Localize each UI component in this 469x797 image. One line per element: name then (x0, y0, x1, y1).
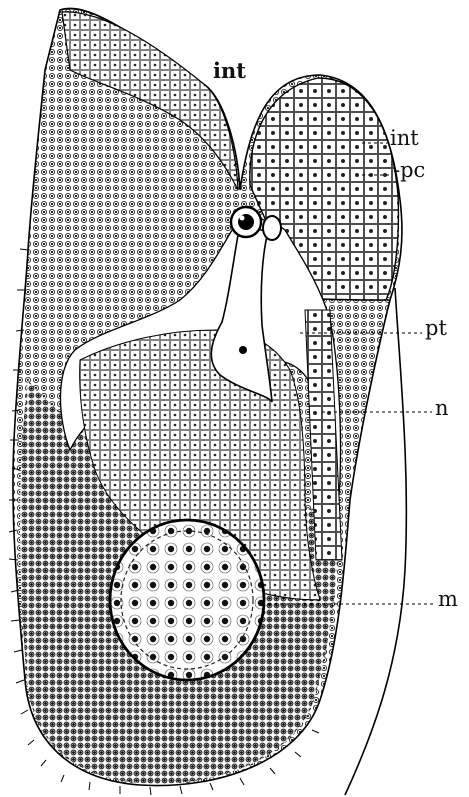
label-n: n (435, 398, 449, 419)
embryo-sac (110, 520, 264, 680)
label-pc: -pc (393, 160, 425, 181)
label-pt: pt (425, 318, 447, 339)
pollen-tube-nucleus (239, 346, 247, 354)
pollen-grain-2 (263, 216, 281, 240)
label-m: m (438, 589, 458, 610)
label-int-right: int (390, 128, 419, 149)
label-int-left: int (213, 60, 246, 81)
